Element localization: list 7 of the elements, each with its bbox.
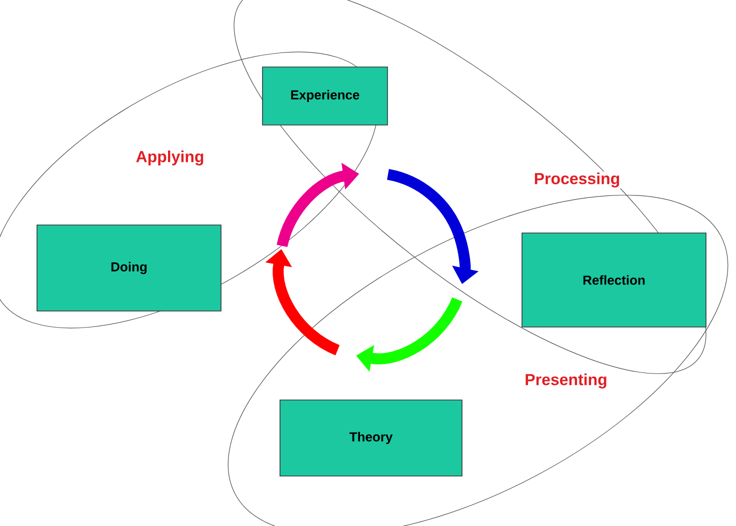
stage-label: Applying — [134, 150, 206, 166]
process-box: Doing — [36, 224, 222, 312]
process-box: Reflection — [522, 232, 706, 328]
stage-label: Processing — [532, 172, 622, 188]
process-box: Theory — [280, 400, 462, 476]
stage-label: Presenting — [524, 372, 608, 390]
process-box: Experience — [262, 66, 388, 126]
